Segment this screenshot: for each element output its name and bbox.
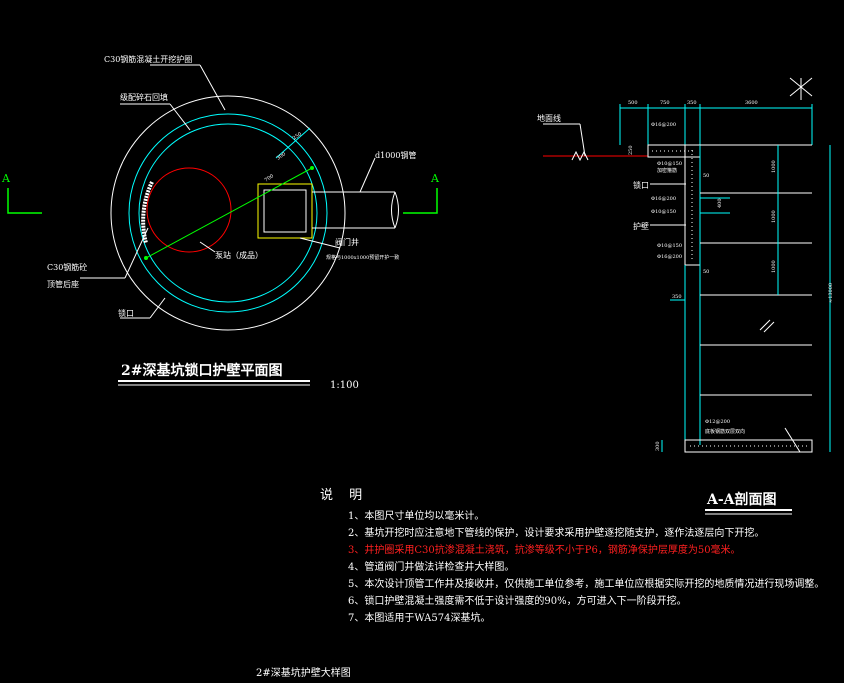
- note-2: 2、基坑开挖时应注意地下管线的保护，设计要求采用护壁逐挖随支护，逐作法逐层向下开…: [348, 528, 765, 539]
- valve-well-inner: [263, 189, 307, 233]
- label-top-pipe: 顶管后座: [47, 279, 79, 289]
- diameter-dot-1: [144, 256, 148, 260]
- label-gravel: 级配碎石回填: [120, 92, 168, 102]
- plan-scale: 1:100: [330, 380, 359, 391]
- dim-right-1: 1000: [771, 160, 777, 173]
- inner-wall-circle: [138, 123, 318, 303]
- note-1: 1、本图尺寸单位均以毫米计。: [348, 511, 485, 522]
- dim-50b: 50: [703, 269, 709, 275]
- leader-valve: [299, 237, 341, 249]
- leader-lock-2: [149, 297, 166, 319]
- section-mark-left: A: [1, 172, 42, 214]
- outer-wall-circle: [110, 95, 346, 331]
- label-lock: 锁口: [118, 308, 134, 318]
- pipe-break-2: [394, 191, 399, 229]
- note-4: 4、管道阀门井做法详检查井大样图。: [348, 562, 515, 573]
- section-mark-right-letter: A: [430, 172, 440, 185]
- leader-pipe: [359, 157, 376, 193]
- plan-view: C30钢筋混凝土开挖护圈 级配碎石回填 C30钢筋砼 顶管后座 泵站（成品） 阀…: [1, 54, 440, 391]
- label-section-wall: 护壁: [633, 221, 649, 231]
- top-pipe-backing: [141, 181, 154, 244]
- dim-350: 350: [672, 294, 682, 300]
- label-ground: 地面线: [537, 113, 561, 123]
- bottom-slab: [684, 439, 813, 453]
- plan-title: 2#深基坑锁口护壁平面图: [121, 362, 282, 379]
- dim-top-1: 500: [628, 100, 638, 106]
- section-title: A-A剖面图: [706, 491, 777, 508]
- dim-bottom: 300: [655, 441, 661, 451]
- label-c30-wall: C30钢筋混凝土开挖护圈: [104, 54, 192, 64]
- break-mark-2: [763, 321, 775, 333]
- rebar-small: 加密箍筋: [657, 167, 677, 174]
- rebar-3: Φ16@200: [651, 195, 676, 202]
- rebar-bottom: Φ12@200: [705, 418, 730, 425]
- dim-top-2: 750: [660, 100, 670, 106]
- leader-gravel-2: [169, 103, 191, 131]
- dim-top-4: 3600: [745, 100, 758, 106]
- note-7: 7、本图适用于WA574深基坑。: [348, 613, 491, 624]
- dim-right-2: 1000: [771, 210, 777, 223]
- label-c30-top: C30钢筋砼: [47, 262, 87, 272]
- label-valve-well: 阀门井: [335, 237, 359, 247]
- rebar-4: Φ10@150: [651, 208, 676, 215]
- break-mark: [759, 319, 771, 331]
- valve-well-outer: [257, 183, 313, 239]
- pipe-break: [391, 191, 396, 229]
- label-dim-700: 700: [264, 173, 275, 183]
- plan-dim-line: [275, 127, 311, 159]
- wall-inner-circle: [128, 113, 328, 313]
- rebar-5: Φ10@150: [657, 242, 682, 249]
- diameter-line: [145, 167, 313, 259]
- diameter-dot-2: [310, 166, 314, 170]
- dim-top-3: 350: [687, 100, 697, 106]
- section-mark-right: A: [403, 172, 440, 214]
- leader-c30-wall-2: [199, 64, 226, 111]
- rebar-1: Φ16@200: [651, 121, 676, 128]
- bottom-leader: [784, 427, 801, 453]
- rebar-bottom-note: 底板钢筋双层双向: [705, 428, 745, 435]
- pump-station-circle: [146, 167, 232, 253]
- footer-title: 2#深基坑护壁大样图: [256, 668, 351, 679]
- rebar-6: Φ16@200: [657, 253, 682, 260]
- label-valve-note: 规格与1000x1000预留开护一致: [326, 254, 399, 261]
- label-section-lock: 锁口: [633, 180, 649, 190]
- label-dim-300: 300: [276, 151, 287, 161]
- leader-c30-top-2: [124, 227, 149, 279]
- label-dim-250: 250: [292, 131, 303, 141]
- section-view: 500 750 350 3600 地面线 250: [537, 77, 834, 515]
- notes-heading: 说 明: [320, 488, 369, 503]
- ground-hatch: [571, 150, 589, 162]
- ground-leader-2: [579, 123, 586, 157]
- leader-pump: [199, 241, 216, 253]
- note-3: 3、井护圈采用C30抗渗混凝土浇筑，抗渗等级不小于P6，钢筋净保护层厚度为50毫…: [348, 545, 741, 556]
- label-pump: 泵站（成品）: [215, 250, 263, 260]
- dim-total: ≈13000: [828, 283, 834, 303]
- note-6: 6、锁口护壁混凝土强度需不低于设计强度的90%，方可进入下一阶段开挖。: [348, 596, 687, 607]
- note-5: 5、本次设计顶管工作井及接收井，仅供施工单位参考，施工单位应根据实际开挖的地质情…: [348, 579, 825, 590]
- dim-right-3: 1000: [771, 260, 777, 273]
- dim-50a: 50: [703, 173, 709, 179]
- rebar-2: Φ10@150: [657, 160, 682, 167]
- dim-left: 250: [628, 145, 634, 155]
- section-mark-left-letter: A: [1, 172, 11, 185]
- label-pipe: d1000钢管: [375, 150, 416, 160]
- notes-block: 说 明 1、本图尺寸单位均以毫米计。 2、基坑开挖时应注意地下管线的保护，设计要…: [320, 487, 825, 627]
- dim-400: 400: [717, 198, 723, 208]
